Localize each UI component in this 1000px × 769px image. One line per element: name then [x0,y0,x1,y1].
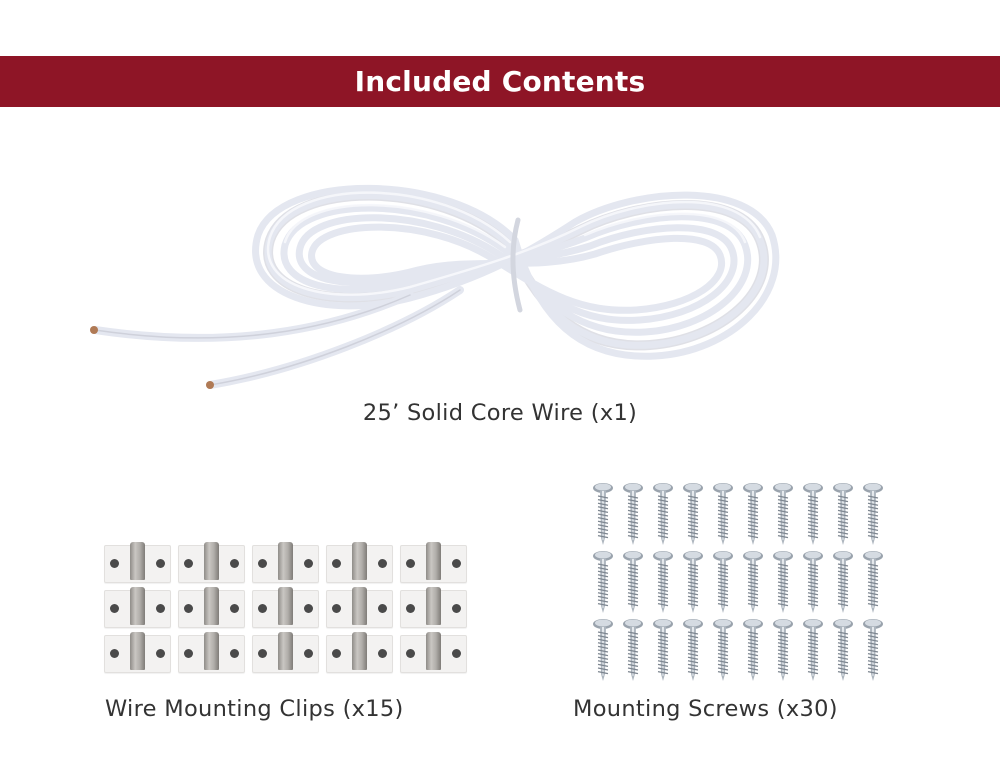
mounting-clip [326,587,393,628]
mounting-screw [798,616,828,684]
mounting-clip [326,542,393,583]
mounting-screw [588,616,618,684]
mounting-clip [178,632,245,673]
mounting-screw [588,548,618,616]
mounting-clip [178,587,245,628]
page-title: Included Contents [354,65,646,98]
mounting-screw [828,480,858,548]
mounting-screw [648,480,678,548]
mounting-screw [798,480,828,548]
mounting-clip [252,587,319,628]
mounting-clips-image [104,542,469,673]
mounting-screw [648,548,678,616]
mounting-clip [400,587,467,628]
mounting-screw [768,616,798,684]
mounting-screw [798,548,828,616]
mounting-screw [588,480,618,548]
mounting-clip [252,542,319,583]
screws-caption: Mounting Screws (x30) [573,696,838,722]
title-banner: Included Contents [0,56,1000,107]
mounting-clip [400,542,467,583]
mounting-screw [618,616,648,684]
wire-coil-image [90,184,780,389]
mounting-clip [178,542,245,583]
mounting-screw [768,480,798,548]
mounting-screw [678,616,708,684]
mounting-screw [858,548,888,616]
mounting-screws-image [588,480,888,685]
mounting-screw [708,480,738,548]
clips-caption: Wire Mounting Clips (x15) [105,696,404,722]
mounting-clip [326,632,393,673]
wire-caption: 25’ Solid Core Wire (x1) [362,400,638,426]
mounting-clip [104,587,171,628]
mounting-screw [858,616,888,684]
mounting-screw [828,548,858,616]
mounting-clip [400,632,467,673]
mounting-screw [618,548,648,616]
mounting-screw [738,480,768,548]
mounting-clip [252,632,319,673]
mounting-screw [738,616,768,684]
mounting-screw [768,548,798,616]
mounting-clip [104,632,171,673]
mounting-screw [858,480,888,548]
mounting-screw [678,480,708,548]
mounting-screw [738,548,768,616]
mounting-screw [708,616,738,684]
mounting-screw [678,548,708,616]
mounting-screw [828,616,858,684]
mounting-screw [708,548,738,616]
mounting-clip [104,542,171,583]
mounting-screw [648,616,678,684]
mounting-screw [618,480,648,548]
